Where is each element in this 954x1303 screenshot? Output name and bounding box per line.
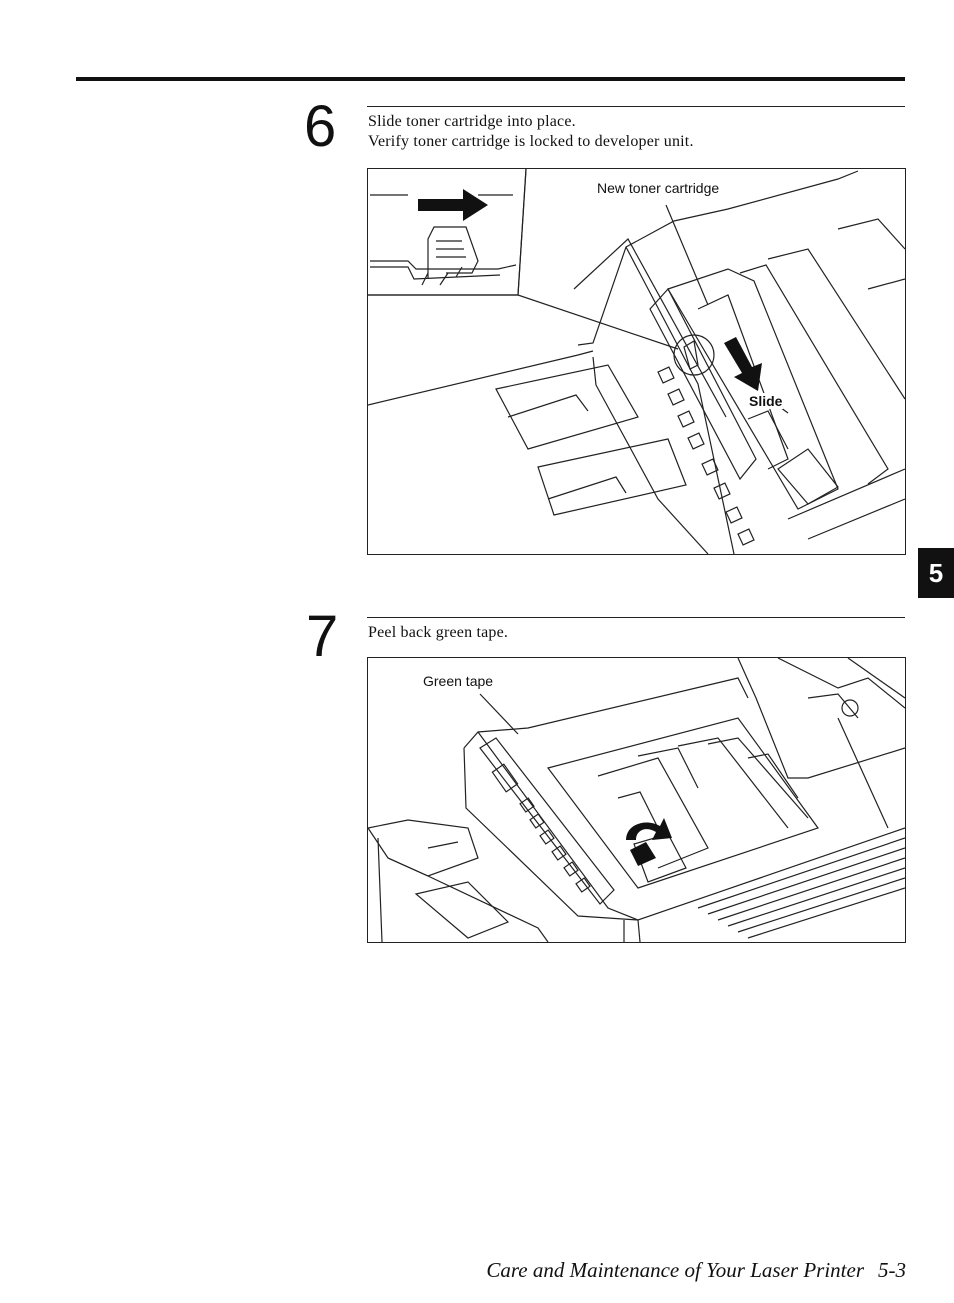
step-6-illustration: New toner cartridge Slide xyxy=(367,168,906,555)
step-7-instruction-1: Peel back green tape. xyxy=(368,624,509,641)
step-6-printer-drawing xyxy=(368,169,905,554)
step-6-rule xyxy=(367,106,905,107)
footer-title: Care and Maintenance of Your Laser Print… xyxy=(486,1258,864,1282)
top-rule xyxy=(76,77,905,81)
step-7-illustration: Green tape xyxy=(367,657,906,943)
callout-slide: Slide xyxy=(748,393,784,409)
page-footer: Care and Maintenance of Your Laser Print… xyxy=(486,1258,906,1283)
step-7-printer-drawing xyxy=(368,658,905,942)
chapter-tab: 5 xyxy=(918,548,954,598)
callout-new-toner-cartridge: New toner cartridge xyxy=(596,180,721,196)
step-7-number: 7 xyxy=(306,604,339,669)
step-7-rule xyxy=(367,617,905,618)
step-6-instruction-2: Verify toner cartridge is locked to deve… xyxy=(368,133,694,150)
step-6-instruction-1: Slide toner cartridge into place. xyxy=(368,113,576,130)
step-6-number: 6 xyxy=(304,94,337,159)
footer-page-number: 5-3 xyxy=(878,1258,906,1282)
callout-green-tape: Green tape xyxy=(422,673,495,689)
